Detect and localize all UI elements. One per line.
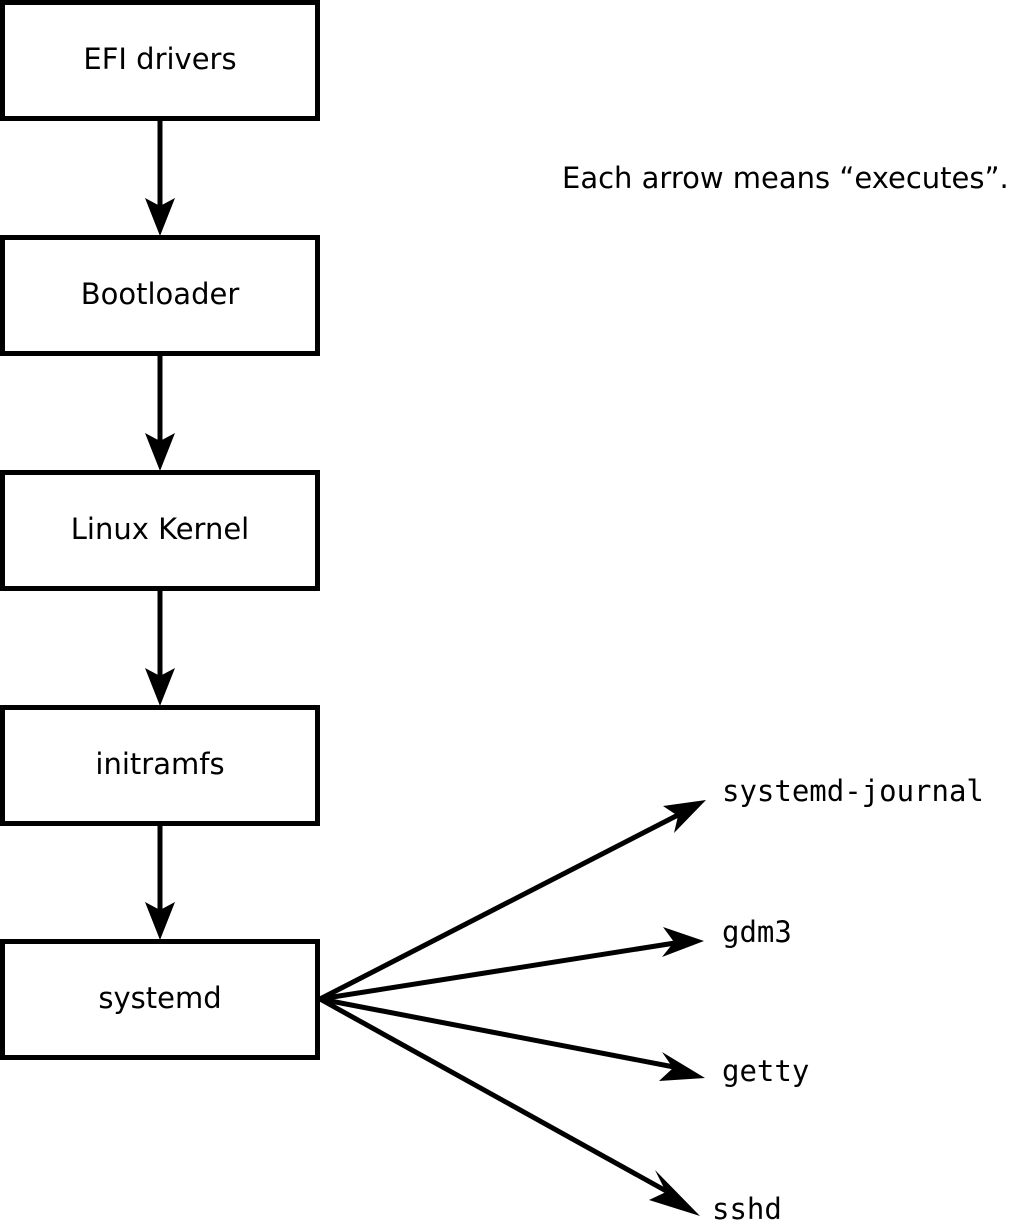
service-label-getty: getty [722, 1054, 809, 1088]
node-label-linux-kernel: Linux Kernel [71, 512, 249, 546]
node-box-bootloader[interactable] [0, 235, 320, 356]
arrowhead-down-icon [145, 902, 175, 940]
arrowhead-down-icon [145, 433, 175, 471]
service-label-gdm3: gdm3 [722, 915, 792, 949]
node-box-initramfs[interactable] [0, 705, 320, 826]
arrowhead-down-icon [145, 668, 175, 706]
service-label-systemd-journal: systemd-journal [722, 774, 984, 808]
node-initramfs[interactable]: initramfs [0, 705, 320, 826]
node-box-systemd[interactable] [0, 939, 320, 1060]
diagram-caption: Each arrow means “executes”. [562, 161, 1009, 195]
edge-kernel-to-initramfs-arrow [145, 589, 175, 706]
arrowhead-icon [662, 927, 704, 957]
edge-bootloader-to-kernel-arrow [145, 354, 175, 471]
arrowhead-icon [649, 1170, 700, 1216]
node-box-efi-drivers[interactable] [0, 0, 320, 121]
edge-systemd-to-systemd-journal-arrow [318, 800, 706, 1002]
edge-systemd-to-getty-arrow [319, 996, 705, 1081]
node-label-systemd: systemd [98, 981, 221, 1015]
edge-initramfs-to-systemd-arrow [145, 824, 175, 940]
edge-systemd-to-gdm3-arrow [319, 927, 704, 1002]
edge-efi-to-bootloader-arrow [145, 119, 175, 236]
arrowhead-down-icon [145, 198, 175, 236]
arrowhead-icon [663, 800, 706, 833]
service-label-sshd: sshd [712, 1192, 782, 1226]
node-label-efi-drivers: EFI drivers [83, 42, 236, 76]
node-bootloader[interactable]: Bootloader [0, 235, 320, 356]
node-label-initramfs: initramfs [95, 747, 224, 781]
node-box-linux-kernel[interactable] [0, 470, 320, 591]
node-efi-drivers[interactable]: EFI drivers [0, 0, 320, 121]
node-systemd[interactable]: systemd [0, 939, 320, 1060]
edge-systemd-to-sshd-arrow [318, 996, 700, 1216]
node-linux-kernel[interactable]: Linux Kernel [0, 470, 320, 591]
arrowhead-icon [659, 1052, 705, 1081]
node-label-bootloader: Bootloader [81, 277, 240, 311]
